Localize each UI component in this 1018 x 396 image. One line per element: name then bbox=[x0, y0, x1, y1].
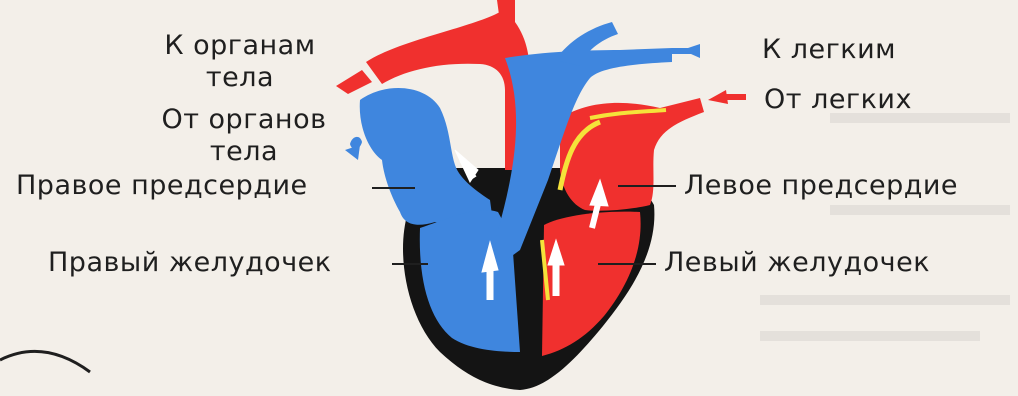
label-left-atrium: Левое предсердие bbox=[684, 170, 958, 202]
label-right-atrium: Правое предсердие bbox=[16, 170, 308, 202]
right-atrium bbox=[360, 88, 492, 225]
aorta-top bbox=[497, 0, 515, 22]
arrow-left-icon bbox=[708, 90, 746, 104]
label-left-ventricle: Левый желудочек bbox=[664, 247, 930, 279]
page-curve bbox=[0, 351, 90, 372]
label-from-body-organs: От органов тела bbox=[134, 104, 354, 168]
left-atrium bbox=[560, 98, 704, 211]
label-right-ventricle: Правый желудочек bbox=[48, 247, 332, 279]
label-from-lungs: От легких bbox=[764, 84, 912, 116]
label-to-lungs: К легким bbox=[762, 34, 896, 66]
background-ghost-text bbox=[760, 118, 1010, 336]
arrow-right-icon bbox=[672, 44, 700, 58]
arrow-left-icon bbox=[336, 70, 372, 94]
label-to-body-organs: К органам тела bbox=[140, 30, 340, 94]
